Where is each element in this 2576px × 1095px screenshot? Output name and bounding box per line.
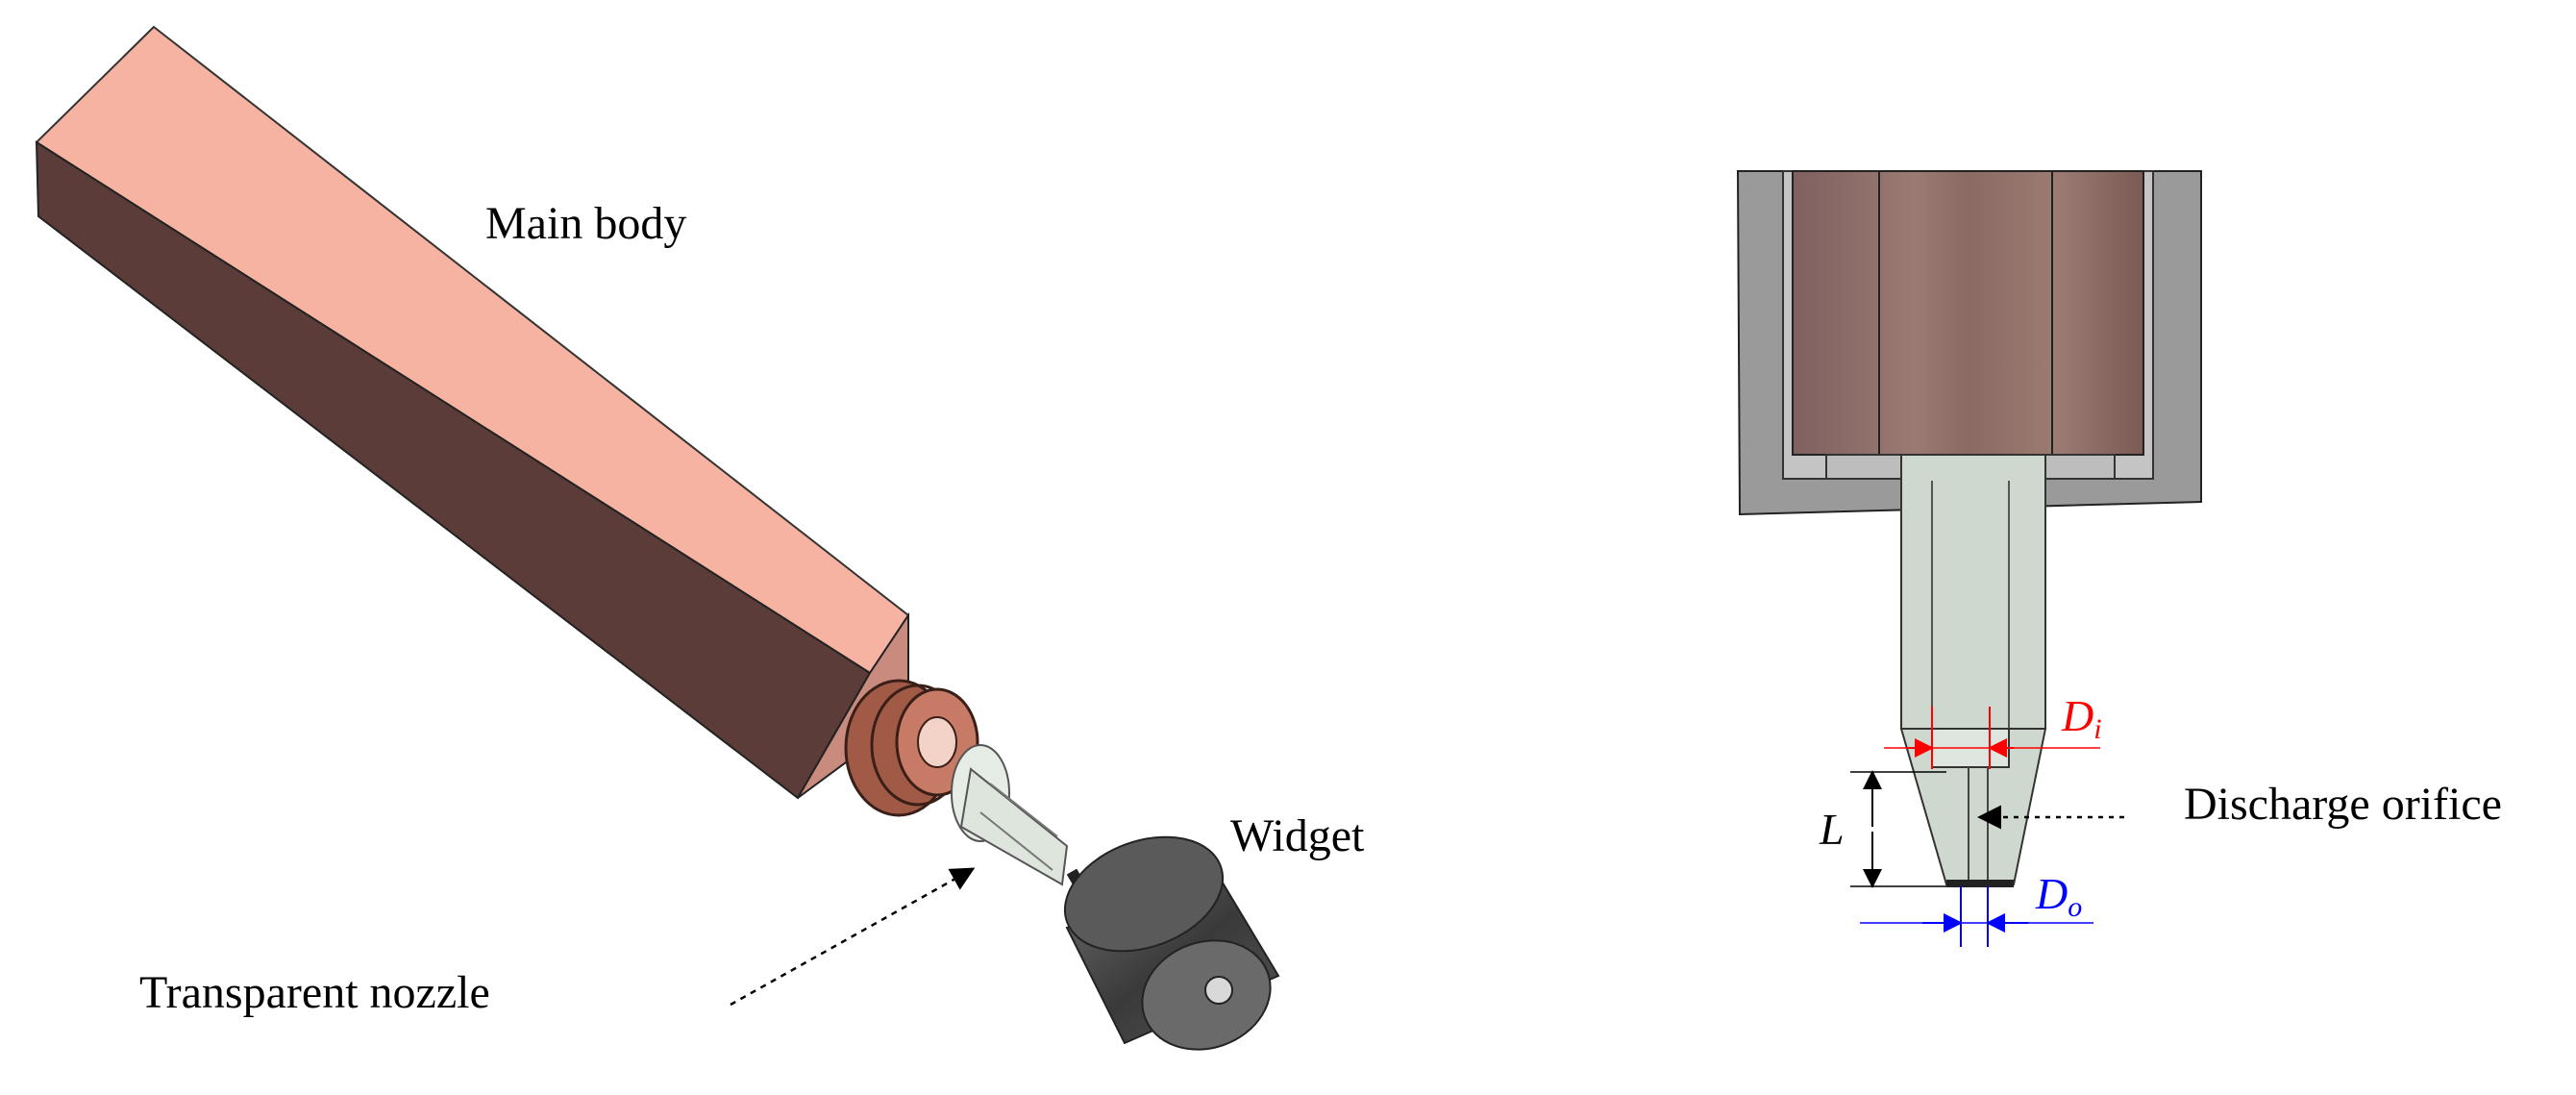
di-label: Di [2061,691,2102,745]
discharge-orifice-label: Discharge orifice [2184,779,2502,830]
nozzle-leader-line [730,867,976,1007]
l-label: L [1819,805,1845,854]
transparent-nozzle-illustration [951,744,1089,896]
nozzle-shaft [1900,454,2046,730]
do-dimension: Do [1860,869,2093,947]
nozzle-cross-section [1736,170,2202,887]
do-label: Do [2035,869,2082,923]
widget-label: Widget [1230,810,1365,861]
widget-illustration [1063,835,1280,1051]
di-dimension: Di [1884,691,2102,769]
main-body-label: Main body [485,198,686,249]
transparent-nozzle-label: Transparent nozzle [139,967,490,1018]
main-body-illustration [35,25,979,817]
body-rod [1792,170,2144,456]
main-body-top-face [35,25,910,675]
main-body-side-face [35,140,872,800]
l-dimension: L [1819,770,1946,888]
